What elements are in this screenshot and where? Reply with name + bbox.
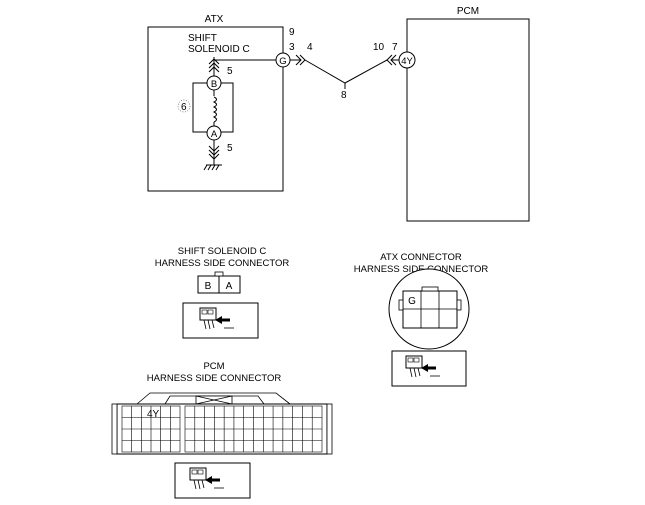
solenoid-pin-b: B bbox=[205, 281, 212, 292]
solenoid-connector-title-2: HARNESS SIDE CONNECTOR bbox=[155, 258, 290, 269]
terminal-a-label: A bbox=[211, 129, 218, 140]
terminal-4y: 4Y bbox=[398, 51, 416, 69]
harness-wire bbox=[290, 54, 400, 89]
atx-box: ATX SHIFT SOLENOID C bbox=[147, 14, 284, 192]
wire-atx bbox=[213, 57, 276, 61]
terminal-g-label: G bbox=[279, 56, 286, 67]
callout-8: 8 bbox=[341, 90, 347, 101]
callout-10: 10 bbox=[373, 42, 385, 53]
callout-3: 3 bbox=[289, 42, 295, 53]
atx-pin-g: G bbox=[408, 296, 416, 307]
atx-connector-title-1: ATX CONNECTOR bbox=[380, 252, 462, 263]
callout-5-top: 5 bbox=[227, 66, 233, 77]
shift-solenoid-label-line1: SHIFT bbox=[188, 33, 217, 44]
terminal-b: B bbox=[206, 75, 222, 91]
solenoid-pin-a: A bbox=[226, 281, 233, 292]
terminal-b-label: B bbox=[211, 79, 217, 90]
pcm-connector-title-1: PCM bbox=[203, 361, 224, 372]
terminal-a: A bbox=[206, 125, 222, 141]
solenoid-connector-title-1: SHIFT SOLENOID C bbox=[178, 246, 267, 257]
terminal-4y-label: 4Y bbox=[401, 56, 413, 67]
pcm-box: PCM bbox=[406, 6, 530, 222]
pcm-title: PCM bbox=[457, 6, 479, 17]
pcm-pin-4y: 4Y bbox=[147, 409, 160, 420]
pcm-connector-grid bbox=[121, 405, 323, 453]
atx-title: ATX bbox=[205, 14, 224, 25]
terminal-g: G bbox=[275, 52, 291, 68]
pcm-connector-title-2: HARNESS SIDE CONNECTOR bbox=[147, 373, 282, 384]
callout-6: 6 bbox=[181, 102, 187, 113]
solenoid-connector-section: SHIFT SOLENOID C HARNESS SIDE CONNECTOR … bbox=[155, 246, 290, 339]
callout-4: 4 bbox=[307, 42, 313, 53]
shift-solenoid-label-line2: SOLENOID C bbox=[188, 44, 250, 55]
atx-connector-section: ATX CONNECTOR HARNESS SIDE CONNECTOR G bbox=[354, 252, 488, 387]
pcm-connector-section: PCM HARNESS SIDE CONNECTOR 4Y bbox=[111, 361, 333, 499]
callout-5-bottom: 5 bbox=[227, 143, 233, 154]
callout-7: 7 bbox=[392, 42, 398, 53]
callout-9: 9 bbox=[289, 27, 295, 38]
